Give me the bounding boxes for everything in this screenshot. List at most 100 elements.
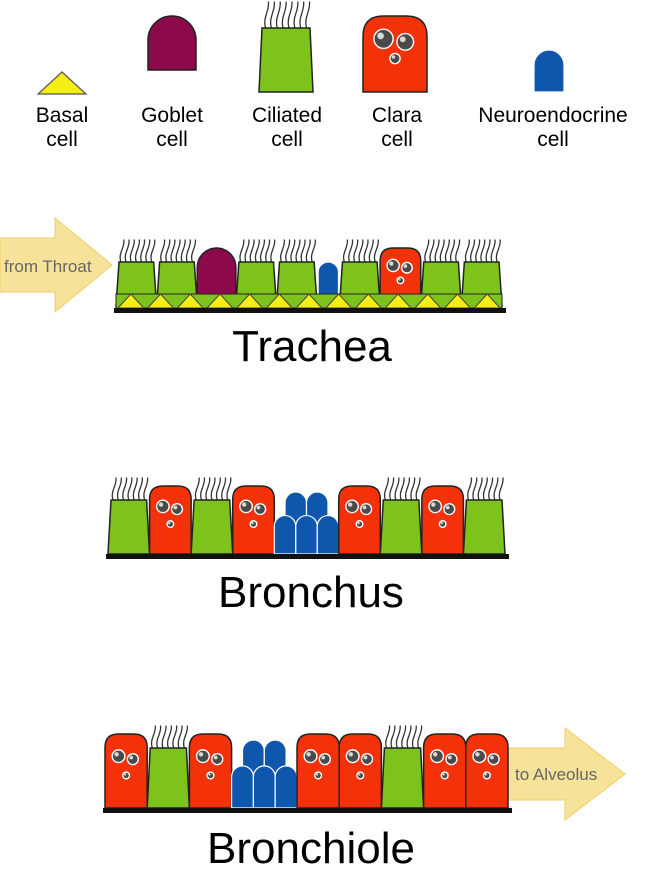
basal-cell-layer xyxy=(115,293,503,309)
legend-basal: Basal cell xyxy=(36,71,89,151)
secretory-granule xyxy=(389,52,401,65)
neuroendocrine-cell xyxy=(230,765,254,809)
cilia xyxy=(343,239,379,263)
goblet-cell xyxy=(147,15,197,71)
secretory-granule xyxy=(345,499,359,514)
secretory-granule xyxy=(345,749,360,764)
secretory-granule xyxy=(249,520,258,529)
secretory-granule xyxy=(396,276,405,285)
legend-clara-line1: Clara xyxy=(372,104,423,127)
from-throat-arrow: from Throat xyxy=(0,216,113,314)
clara-cell xyxy=(422,733,467,809)
secretory-granule xyxy=(443,503,456,516)
secretory-granule xyxy=(356,771,365,780)
basement-membrane xyxy=(106,554,509,559)
secretory-granule xyxy=(206,771,215,780)
legend-ciliated: Ciliated cell xyxy=(252,1,322,151)
secretory-granule xyxy=(314,771,323,780)
secretory-granule xyxy=(396,32,415,51)
legend-neuroendocrine: Neuroendocrine cell xyxy=(478,49,628,151)
cilia xyxy=(150,725,189,749)
legend-neuroendocrine-line1: Neuroendocrine xyxy=(478,104,627,127)
clara-cell xyxy=(362,15,428,93)
ciliated-cell xyxy=(462,477,506,555)
ciliated-cell xyxy=(146,725,191,809)
neuroendocrine-cell xyxy=(252,765,276,809)
clara-cell xyxy=(104,733,148,809)
cilia xyxy=(111,477,149,501)
legend-neuroendocrine-line2: cell xyxy=(537,128,569,151)
secretory-granule xyxy=(386,258,400,273)
secretory-granule xyxy=(430,749,445,764)
secretory-granule xyxy=(211,752,224,766)
secretory-granule xyxy=(438,520,447,529)
cilia xyxy=(194,477,232,501)
bronchiole-epithelium xyxy=(103,725,512,813)
clara-cell xyxy=(296,733,340,809)
secretory-granule xyxy=(126,752,140,766)
neuroendocrine-cell xyxy=(274,765,298,809)
cilia xyxy=(280,239,316,263)
secretory-granule xyxy=(355,520,364,529)
legend: Basal cell Goblet cell Ciliated cell Cla… xyxy=(36,1,628,151)
secretory-granule xyxy=(166,520,175,529)
clara-cell xyxy=(188,733,233,809)
secretory-granule xyxy=(440,771,449,780)
legend-clara-line2: cell xyxy=(381,128,413,151)
secretory-granule xyxy=(195,749,210,764)
legend-ciliated-line2: cell xyxy=(271,128,303,151)
neuroendocrine-cell-icon xyxy=(533,49,565,93)
secretory-granule xyxy=(487,752,500,766)
legend-goblet: Goblet cell xyxy=(141,15,203,151)
clara-cell xyxy=(421,485,465,555)
ciliated-cell xyxy=(380,725,425,809)
secretory-granule xyxy=(360,503,373,516)
legend-basal-line1: Basal xyxy=(36,104,89,127)
goblet-cell xyxy=(196,247,237,307)
legend-clara: Clara cell xyxy=(362,15,428,151)
secretory-granule xyxy=(400,261,413,274)
trachea-epithelium xyxy=(114,239,506,313)
neuroendocrine-cluster xyxy=(273,491,340,555)
ciliated-cell xyxy=(379,477,423,555)
secretory-granule xyxy=(318,752,332,766)
neuroendocrine-cell xyxy=(273,515,297,555)
secretory-granule xyxy=(373,28,394,50)
basement-membrane xyxy=(103,808,512,813)
arrow-right-icon xyxy=(507,726,626,822)
goblet-cell-icon xyxy=(147,15,197,71)
neuroendocrine-cell xyxy=(316,515,340,555)
bronchus-epithelium xyxy=(106,477,509,559)
cilia xyxy=(385,725,423,749)
clara-cell xyxy=(148,485,192,555)
legend-basal-line2: cell xyxy=(46,128,78,151)
arrow-right-icon xyxy=(0,216,113,314)
secretory-granule xyxy=(170,503,184,516)
secretory-granule xyxy=(445,752,458,766)
cilia xyxy=(119,239,156,263)
secretory-granule xyxy=(472,749,487,764)
cilia xyxy=(467,477,504,501)
trachea-label: Trachea xyxy=(232,322,392,371)
to-alveolus-arrow: to Alveolus xyxy=(507,726,626,822)
neuroendocrine-cell-icon-shape xyxy=(533,49,565,93)
secretory-granule xyxy=(239,499,253,514)
from-throat-label: from Throat xyxy=(4,257,92,276)
cilia xyxy=(264,1,311,29)
clara-cell xyxy=(231,485,276,555)
secretory-granule xyxy=(155,499,170,514)
to-alveolus-label: to Alveolus xyxy=(515,765,597,784)
secretory-granule xyxy=(122,771,131,780)
ciliated-cell xyxy=(107,477,151,555)
secretory-granule xyxy=(111,749,126,764)
cilia xyxy=(160,239,197,263)
secretory-granule xyxy=(360,752,374,766)
ciliated-cell xyxy=(190,477,234,555)
ciliated-cell xyxy=(258,1,314,93)
clara-cell-icon xyxy=(362,15,428,93)
cilia xyxy=(464,239,501,263)
cilia xyxy=(239,239,276,263)
legend-goblet-line2: cell xyxy=(156,128,188,151)
legend-ciliated-line1: Ciliated xyxy=(252,104,322,127)
